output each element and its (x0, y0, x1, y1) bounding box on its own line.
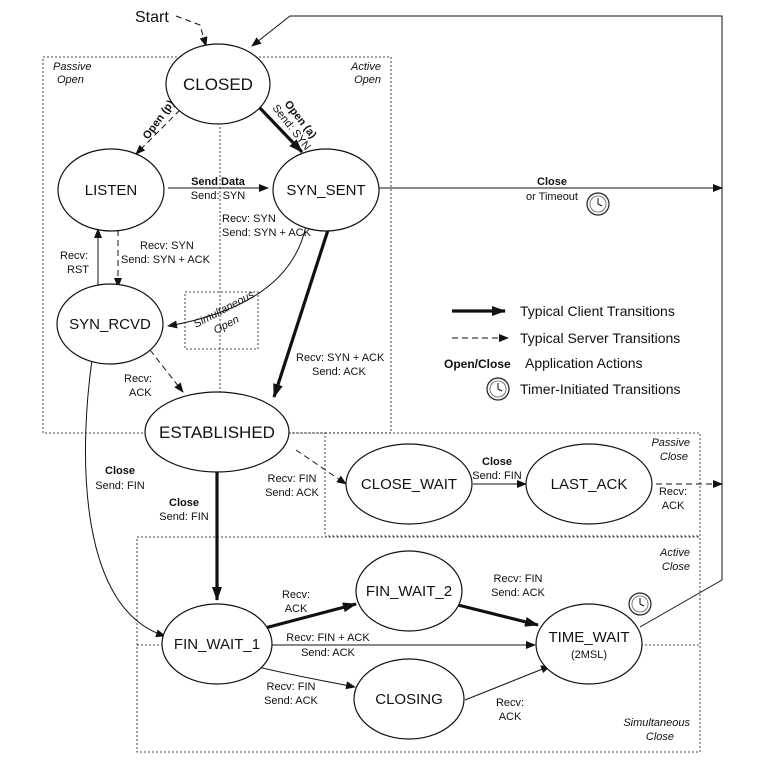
edge-finwait1-closing (249, 664, 356, 690)
label-recv-ack-last: Recv: (659, 486, 687, 498)
label-close-left: Close (105, 465, 135, 477)
state-time-wait (535, 603, 643, 685)
edge-established-closewait (295, 449, 347, 485)
svg-text:Send: FIN: Send: FIN (159, 511, 209, 523)
region-active-open: Active (350, 61, 381, 73)
label-open-p: Open (p) (141, 98, 177, 142)
edge-closing-timewait (464, 665, 551, 701)
svg-text:LISTEN: LISTEN (85, 182, 138, 199)
edge-closed-synsent (256, 104, 304, 154)
svg-text:ACK: ACK (129, 387, 152, 399)
state-syn-rcvd (56, 283, 164, 365)
state-closed (165, 43, 271, 125)
edge-synrcvd-established (149, 349, 184, 393)
clock-icon (486, 377, 510, 401)
svg-text:Send: ACK: Send: ACK (491, 587, 545, 599)
legend-timer-label: Timer-Initiated Transitions (520, 381, 681, 397)
label-send-data: Send Data (191, 176, 246, 188)
svg-text:Send: ACK: Send: ACK (265, 487, 319, 499)
svg-text:SYN_RCVD: SYN_RCVD (69, 316, 151, 333)
svg-text:Send: ACK: Send: ACK (264, 695, 318, 707)
svg-text:CLOSING: CLOSING (375, 691, 443, 708)
edge-closed-listen (135, 109, 181, 155)
states: CLOSED LISTEN SYN_SENT SYN_RCVD ESTABLIS… (56, 43, 653, 740)
edge-synsent-established (272, 229, 330, 398)
label-close-cw: Close (482, 456, 512, 468)
svg-text:CLOSE_WAIT: CLOSE_WAIT (361, 476, 457, 493)
label-recv-fin-fw1: Recv: FIN (267, 681, 316, 693)
region-simultaneous-close: Simultaneous (623, 717, 690, 729)
edge-synrcvd-finwait1 (84, 359, 166, 638)
svg-text:Send: SYN + ACK: Send: SYN + ACK (121, 254, 211, 266)
edge-finwait2-timewait (449, 601, 539, 627)
svg-text:Send: ACK: Send: ACK (301, 647, 355, 659)
label-recv-fin-est: Recv: FIN (268, 473, 317, 485)
svg-text:or Timeout: or Timeout (526, 191, 578, 203)
state-fin-wait-2 (355, 550, 463, 632)
label-close-timeout: Close (537, 176, 567, 188)
label-recv-syn-a: Recv: SYN (222, 213, 276, 225)
svg-text:Send: FIN: Send: FIN (472, 470, 522, 482)
label-recv-ack-closing: Recv: (496, 697, 524, 709)
svg-text:Open: Open (57, 74, 84, 86)
transition-labels: Open (p) Open (a) Send: SYN Send Data Se… (60, 98, 687, 723)
state-established (144, 391, 290, 473)
svg-text:ACK: ACK (285, 603, 308, 615)
label-close-mid: Close (169, 497, 199, 509)
svg-text:FIN_WAIT_1: FIN_WAIT_1 (174, 636, 260, 653)
legend-app-label: Application Actions (525, 355, 643, 371)
svg-text:TIME_WAIT: TIME_WAIT (548, 629, 629, 646)
clock-icon (586, 192, 610, 216)
region-passive-close: Passive (651, 437, 690, 449)
start-arrow (175, 15, 208, 47)
svg-text:LAST_ACK: LAST_ACK (551, 476, 628, 493)
state-last-ack (525, 443, 653, 525)
label-recv-ack-fw1: Recv: (282, 589, 310, 601)
svg-text:RST: RST (67, 264, 89, 276)
legend: Typical Client Transitions Typical Serve… (444, 303, 681, 401)
start-label: Start (135, 9, 169, 26)
state-syn-sent (272, 148, 380, 232)
state-closing (353, 658, 465, 740)
svg-text:Close: Close (646, 731, 674, 743)
svg-text:SYN_SENT: SYN_SENT (286, 182, 365, 199)
edges (84, 15, 723, 701)
svg-text:Open: Open (354, 74, 381, 86)
svg-text:ACK: ACK (499, 711, 522, 723)
state-fin-wait-1 (161, 603, 273, 685)
svg-text:(2MSL): (2MSL) (571, 649, 607, 661)
edge-timewait-closed (251, 15, 723, 628)
svg-text:Send: SYN + ACK: Send: SYN + ACK (222, 227, 312, 239)
state-close-wait (345, 443, 473, 525)
svg-text:Close: Close (660, 451, 688, 463)
label-recv-fin-fw2: Recv: FIN (494, 573, 543, 585)
legend-app-key: Open/Close (444, 357, 511, 371)
svg-text:Close: Close (662, 561, 690, 573)
svg-text:CLOSED: CLOSED (183, 75, 253, 94)
label-recv-syn-b: Recv: SYN (140, 240, 194, 252)
svg-text:ACK: ACK (662, 500, 685, 512)
label-recv-ack: Recv: (124, 373, 152, 385)
svg-text:Send: FIN: Send: FIN (95, 480, 145, 492)
edge-finwait1-finwait2 (264, 602, 357, 630)
region-active-close: Active (659, 547, 690, 559)
state-listen (57, 148, 165, 232)
legend-client-label: Typical Client Transitions (520, 303, 675, 319)
region-passive-open: Passive (53, 61, 92, 73)
svg-text:Send: SYN: Send: SYN (191, 190, 245, 202)
legend-server-label: Typical Server Transitions (520, 330, 680, 346)
clock-icon (628, 592, 652, 616)
svg-text:ESTABLISHED: ESTABLISHED (159, 423, 275, 442)
svg-text:Send: ACK: Send: ACK (312, 366, 366, 378)
svg-text:FIN_WAIT_2: FIN_WAIT_2 (366, 583, 452, 600)
label-recv-finack: Recv: FIN + ACK (286, 632, 370, 644)
label-recv-synack: Recv: SYN + ACK (296, 352, 385, 364)
label-recv-rst: Recv: (60, 250, 88, 262)
edge-synsent-synrcvd (167, 229, 306, 329)
